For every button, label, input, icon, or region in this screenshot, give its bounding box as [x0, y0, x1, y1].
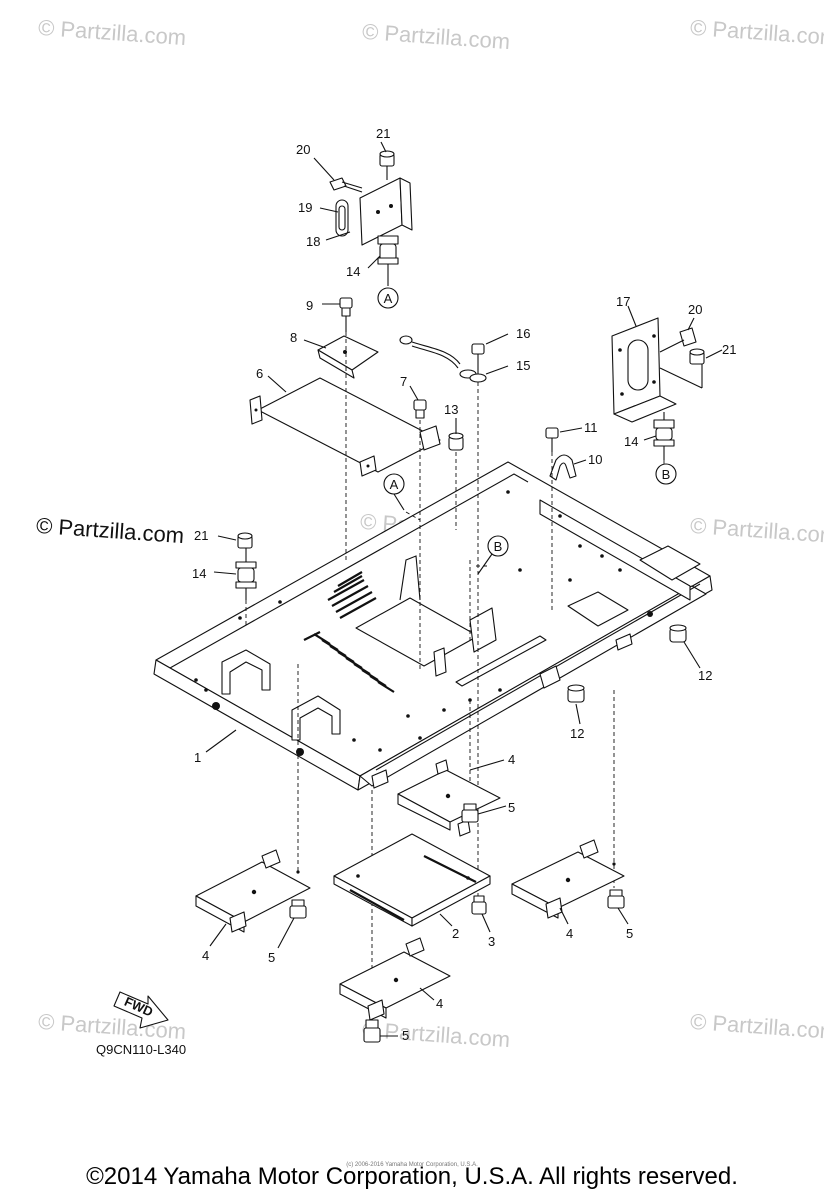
callout-13: 13 — [444, 402, 458, 417]
bolt-9 — [339, 297, 353, 332]
collar-13 — [448, 432, 464, 451]
bolt-7 — [413, 399, 427, 419]
callout-12: 12 — [698, 668, 712, 683]
bracket-17 — [611, 317, 705, 460]
ref-a-top: A — [377, 287, 399, 309]
ref-a-frame: A — [383, 473, 405, 511]
callout-9: 9 — [306, 298, 313, 313]
callout-5: 5 — [268, 950, 275, 965]
callout-18: 18 — [306, 234, 320, 249]
callout-19: 19 — [298, 200, 312, 215]
bolt-11 — [545, 427, 559, 452]
callout-4: 4 — [508, 752, 515, 767]
callout-14: 14 — [624, 434, 638, 449]
callout-2: 2 — [452, 926, 459, 941]
svg-text:A: A — [384, 291, 393, 306]
bracket-4-d — [339, 937, 451, 1021]
ground-lead — [399, 335, 487, 383]
small-print: (c) 2006-2016 Yamaha Motor Corporation, … — [346, 1162, 478, 1168]
svg-text:B: B — [494, 539, 503, 554]
callout-1: 1 — [194, 750, 201, 765]
main-frame-1 — [153, 461, 713, 791]
leader-lines — [205, 141, 723, 1037]
callout-12: 12 — [570, 726, 584, 741]
copyright-notice: ©2014 Yamaha Motor Corporation, U.S.A. A… — [86, 1163, 738, 1190]
top-mount-bracket — [329, 150, 413, 286]
callout-4: 4 — [202, 948, 209, 963]
fwd-arrow-icon: FWD — [113, 991, 169, 1029]
bolt-3 — [471, 895, 487, 915]
callout-5: 5 — [626, 926, 633, 941]
callout-21: 21 — [376, 126, 390, 141]
callout-3: 3 — [488, 934, 495, 949]
bolt-5-c — [607, 889, 625, 909]
callout-17: 17 — [616, 294, 630, 309]
callout-21: 21 — [722, 342, 736, 357]
callout-4: 4 — [436, 996, 443, 1011]
callout-5: 5 — [508, 800, 515, 815]
nut-12-b — [567, 684, 585, 703]
callout-14: 14 — [192, 566, 206, 581]
bracket-4-a — [397, 759, 501, 837]
callout-14: 14 — [346, 264, 360, 279]
callout-5: 5 — [402, 1028, 409, 1043]
cover-plate-6 — [249, 377, 441, 477]
ref-b-bracket: B — [655, 463, 677, 485]
bracket-4-c — [511, 839, 625, 919]
callout-21: 21 — [194, 528, 208, 543]
callout-6: 6 — [256, 366, 263, 381]
small-plate-8 — [317, 335, 379, 379]
bolt-5-d — [363, 1019, 381, 1043]
callout-15: 15 — [516, 358, 530, 373]
callout-20: 20 — [296, 142, 310, 157]
nut-12-a — [669, 624, 687, 643]
clamp-10 — [549, 454, 577, 481]
callout-7: 7 — [400, 374, 407, 389]
bolt-5-b — [289, 899, 307, 919]
vent-slots — [303, 571, 395, 693]
left-damper — [235, 532, 257, 600]
callout-4: 4 — [566, 926, 573, 941]
svg-text:A: A — [390, 477, 399, 492]
callout-20: 20 — [688, 302, 702, 317]
svg-text:B: B — [662, 467, 671, 482]
drawing-code: Q9CN110-L340 — [96, 1042, 187, 1057]
callout-labels: 21 20 19 18 14 9 8 6 16 15 7 13 17 20 21… — [192, 126, 736, 1043]
callout-10: 10 — [588, 452, 602, 467]
bolt-5-a — [461, 803, 479, 823]
callout-11: 11 — [584, 420, 598, 435]
assembly-lines — [245, 332, 665, 1010]
callout-8: 8 — [290, 330, 297, 345]
callout-16: 16 — [516, 326, 530, 341]
plate-2 — [333, 833, 491, 927]
bracket-4-b — [195, 849, 311, 933]
ref-b-frame: B — [477, 535, 509, 575]
